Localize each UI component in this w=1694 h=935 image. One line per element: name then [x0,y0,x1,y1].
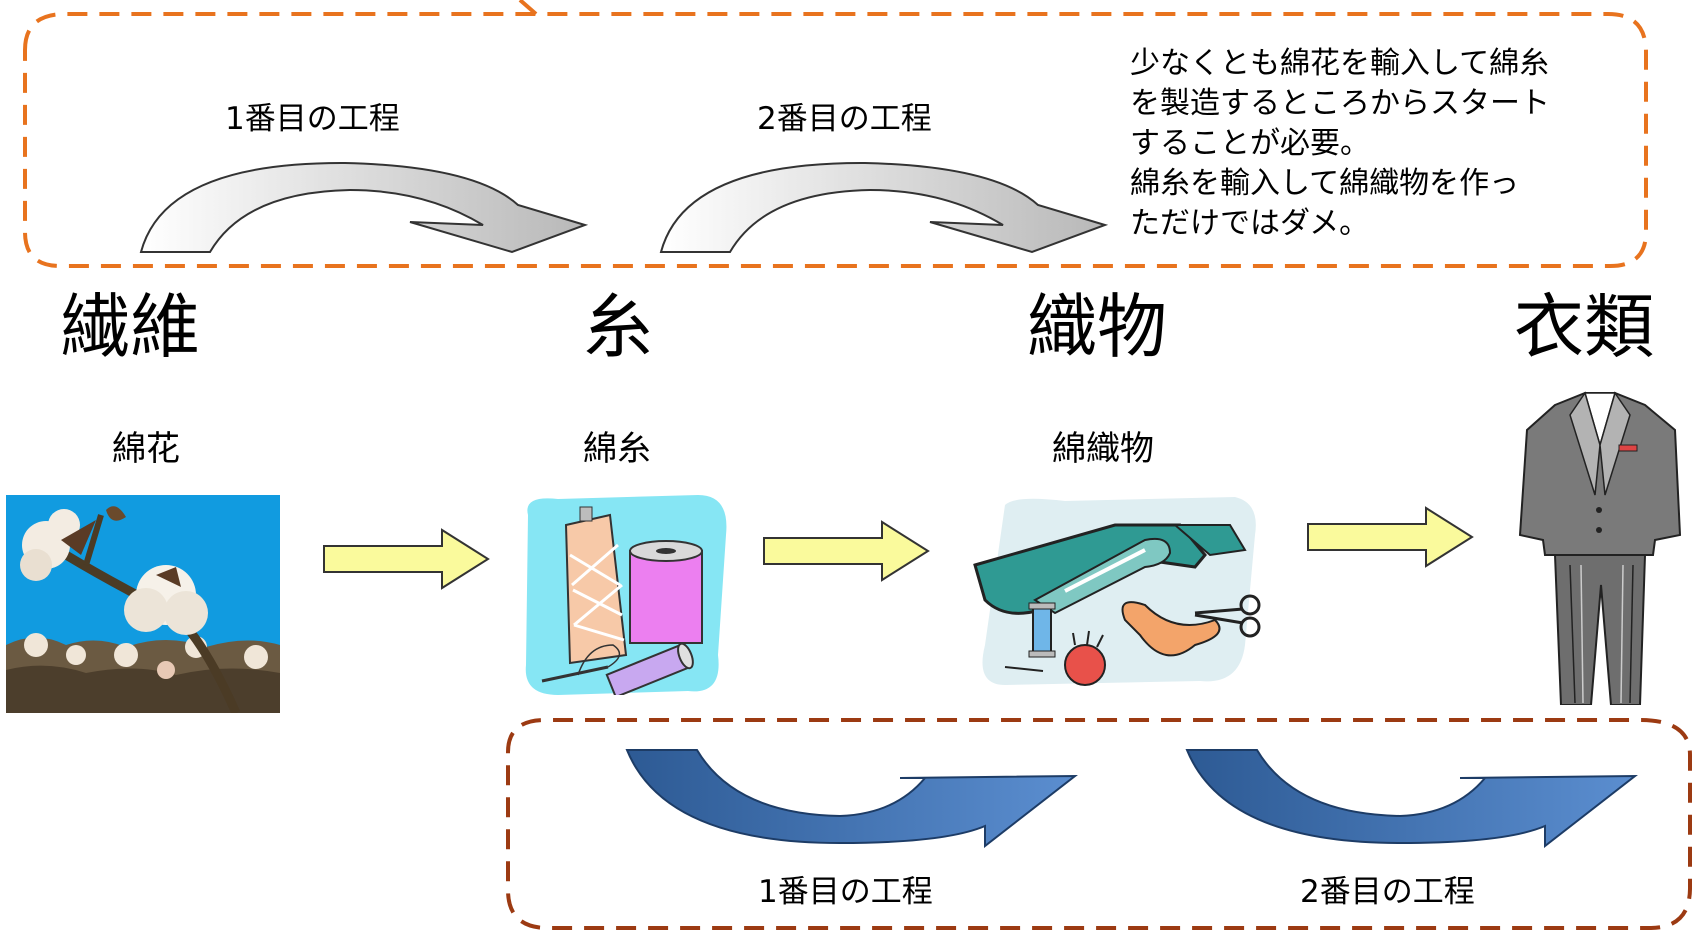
fabric-sewing-icon [973,497,1261,686]
flow-arrow-icon [763,520,930,582]
top-process-1-arrow-icon [139,161,589,254]
note-line: ただけではダメ。 [1130,206,1370,241]
note-line: を製造するところからスタート [1130,86,1550,121]
item-cotton: 綿花 [112,429,180,469]
top-process-box [23,0,1648,268]
note-line: 少なくとも綿花を輸入して綿糸 [1130,46,1550,81]
cotton-plant-icon [6,495,280,713]
bottom-process-1-arrow-icon [625,749,1078,848]
flow-arrow-icon [323,528,490,590]
stage-fiber: 繊維 [60,286,200,368]
suit-icon [1518,391,1682,705]
stage-clothing: 衣類 [1514,286,1654,368]
bottom-process-box [506,718,1692,930]
top-process-2-arrow-icon [659,161,1109,254]
note-line: することが必要。 [1130,126,1370,161]
top-process-2-label: 2番目の工程 [757,101,932,137]
thread-spools-icon [525,495,727,695]
bottom-process-2-arrow-icon [1185,749,1638,848]
stage-fabric: 織物 [1027,286,1167,368]
item-cotton-fabric: 綿織物 [1052,429,1154,469]
bottom-process-1-label: 1番目の工程 [758,874,933,910]
bottom-process-2-label: 2番目の工程 [1300,874,1475,910]
top-process-1-label: 1番目の工程 [225,101,400,137]
item-cotton-yarn: 綿糸 [583,429,651,469]
note-line: 綿糸を輸入して綿織物を作っ [1130,166,1520,201]
note-text: 少なくとも綿花を輸入して綿糸 を製造するところからスタート することが必要。 綿… [1130,44,1600,244]
flow-arrow-icon [1307,506,1474,568]
stage-yarn: 糸 [583,286,653,368]
